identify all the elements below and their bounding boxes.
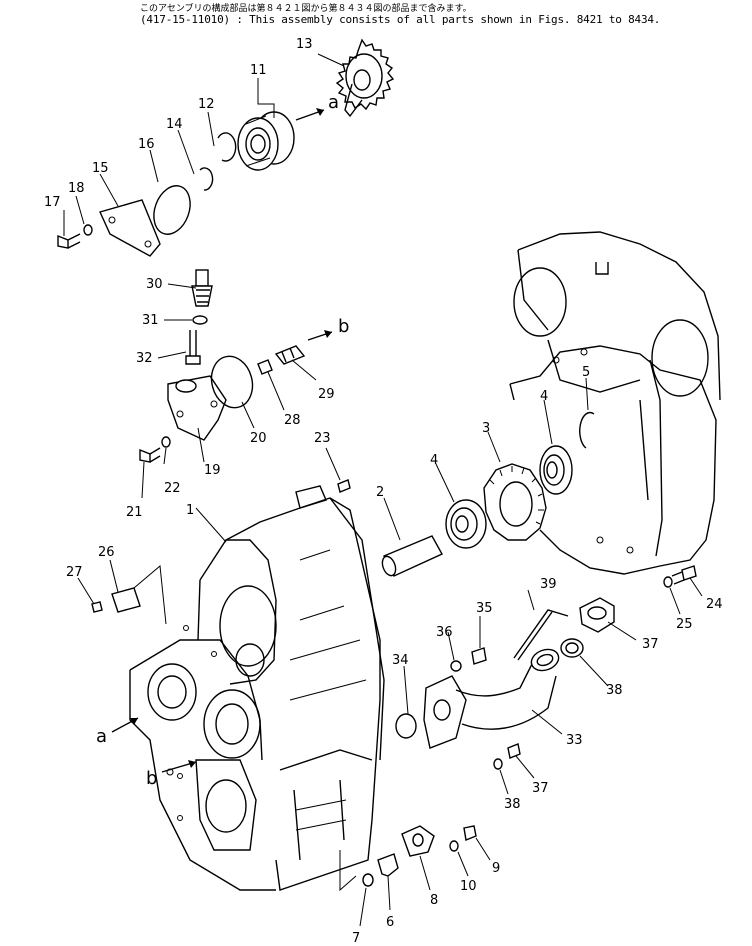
reference-arrows: [111, 108, 333, 773]
callout-3: 3: [482, 421, 490, 436]
callout-38a: 38: [606, 683, 623, 698]
part-12-snap-ring: [217, 132, 237, 162]
part-14-snap-ring: [199, 167, 214, 191]
reference-letters: a b a b: [96, 92, 349, 789]
part-13-sprocket: [335, 38, 395, 118]
part-38-washer: [493, 758, 503, 770]
part-11-bearing: [237, 111, 295, 171]
part-26-plate: [111, 587, 141, 613]
callout-35: 35: [476, 601, 493, 616]
callout-21: 21: [126, 505, 143, 520]
callout-9: 9: [492, 861, 500, 876]
callout-labels: 13 11 12 14 16 15 18 17 30 31 32 29 28 2…: [44, 37, 723, 946]
callout-17: 17: [44, 195, 61, 210]
part-38-gasket: [560, 638, 584, 658]
callout-34: 34: [392, 653, 409, 668]
part-25-washer: [663, 576, 673, 588]
callout-24: 24: [706, 597, 723, 612]
callout-26: 26: [98, 545, 115, 560]
rear-housing: [509, 231, 721, 575]
part-39-dipstick: [513, 609, 569, 661]
callout-36: 36: [436, 625, 453, 640]
callout-20: 20: [250, 431, 267, 446]
callout-6: 6: [386, 915, 394, 930]
part-22-washer: [161, 436, 171, 448]
callout-29: 29: [318, 387, 335, 402]
callout-39: 39: [540, 577, 557, 592]
callout-8: 8: [430, 893, 438, 908]
callout-30: 30: [146, 277, 163, 292]
part-24-bolt: [671, 565, 697, 585]
leader-lines: [63, 53, 703, 927]
callout-33: 33: [566, 733, 583, 748]
part-33-pipe: [423, 648, 560, 749]
callout-14: 14: [166, 117, 183, 132]
callout-31: 31: [142, 313, 159, 328]
part-20-o-ring: [210, 355, 254, 409]
callout-11: 11: [250, 63, 267, 78]
part-16-o-ring: [153, 185, 191, 235]
part-15-cover-plate: [99, 199, 161, 257]
ref-b-top: b: [338, 316, 349, 337]
part-3-gear: [483, 463, 547, 541]
callout-4b: 4: [540, 389, 548, 404]
part-4-bearing-right: [539, 445, 573, 495]
part-34-o-ring: [395, 713, 417, 739]
callout-7: 7: [352, 931, 360, 946]
callout-25: 25: [676, 617, 693, 632]
callout-4a: 4: [430, 453, 438, 468]
part-30-valve: [191, 269, 213, 307]
part-18-washer: [83, 224, 93, 236]
callout-2: 2: [376, 485, 384, 500]
callout-22: 22: [164, 481, 181, 496]
part-17-bolt: [57, 233, 81, 249]
part-36-washer: [450, 660, 462, 672]
header-japanese: このアセンブリの構成部品は第８４２１図から第８４３４図の部品まで含みます。: [140, 4, 472, 14]
part-37-plug: [507, 743, 521, 759]
part-5-snap-ring: [579, 411, 595, 449]
part-31-o-ring: [192, 315, 208, 325]
part-27-screw: [91, 601, 103, 613]
callout-37a: 37: [642, 637, 659, 652]
part-10-washer: [449, 840, 459, 852]
callout-18: 18: [68, 181, 85, 196]
part-2-shaft: [381, 535, 443, 577]
callout-37b: 37: [532, 781, 549, 796]
callout-38b: 38: [504, 797, 521, 812]
part-29-fitting: [274, 345, 306, 365]
callout-10: 10: [460, 879, 477, 894]
callout-28: 28: [284, 413, 301, 428]
callout-1: 1: [186, 503, 194, 518]
part-7-o-ring: [362, 873, 374, 887]
part-8-cover: [401, 825, 435, 857]
callout-13: 13: [296, 37, 313, 52]
part-37-cap: [579, 597, 615, 633]
ref-b-left: b: [146, 768, 157, 789]
part-6-plug: [377, 853, 399, 877]
callout-15: 15: [92, 161, 109, 176]
part-19-housing: [167, 375, 227, 441]
part-35-bolt: [471, 647, 487, 665]
callout-19: 19: [204, 463, 221, 478]
callout-32: 32: [136, 351, 153, 366]
callout-5: 5: [582, 365, 590, 380]
part-32-bolt: [185, 330, 201, 365]
part-1-front-case: [129, 485, 385, 891]
part-28-plug: [257, 359, 273, 375]
ref-a-top: a: [328, 92, 339, 113]
part-23-pin: [337, 479, 351, 493]
part-21-bolt: [139, 447, 161, 463]
part-9-bolt: [463, 825, 477, 841]
part-4-bearing-left: [445, 499, 487, 549]
ref-a-left: a: [96, 726, 107, 747]
callout-12: 12: [198, 97, 215, 112]
header-english: (417-15-11010) : This assembly consists …: [140, 13, 661, 26]
callout-16: 16: [138, 137, 155, 152]
callout-27: 27: [66, 565, 83, 580]
callout-23: 23: [314, 431, 331, 446]
